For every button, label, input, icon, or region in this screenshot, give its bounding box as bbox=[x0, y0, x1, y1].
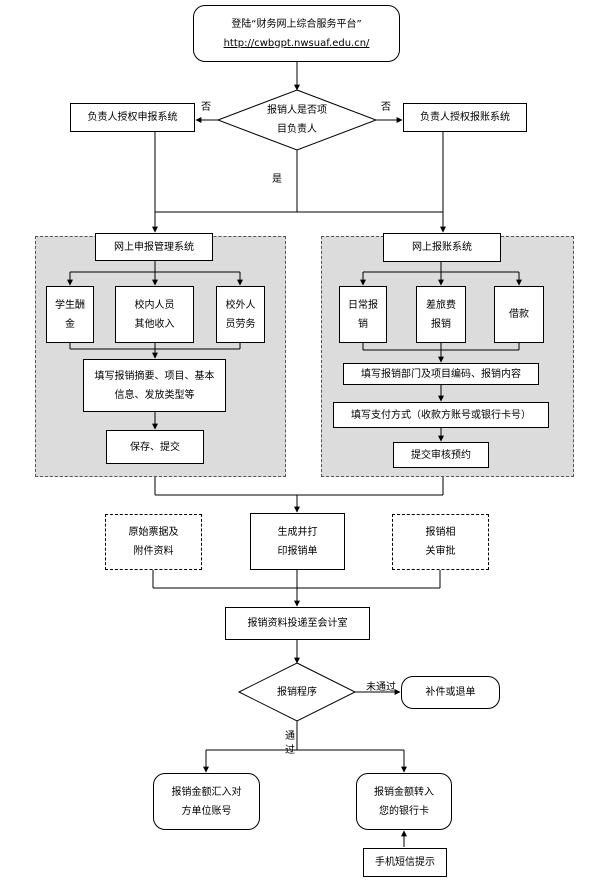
label-yes: 是 bbox=[272, 174, 282, 185]
original-receipts-box: 原始票据及 附件资料 bbox=[105, 514, 202, 570]
left-item-external: 校外人 员劳务 bbox=[216, 286, 265, 343]
left-item-internal: 校内人员 其他收入 bbox=[115, 286, 194, 343]
right-item-loan: 借款 bbox=[494, 286, 544, 343]
left-auth-box: 负责人授权申报系统 bbox=[70, 103, 195, 132]
right-panel-header: 网上报账系统 bbox=[383, 233, 501, 262]
left-panel-header: 网上申报管理系统 bbox=[95, 233, 213, 261]
right-fill-box-1: 填写报销部门及项目编码、报销内容 bbox=[343, 363, 539, 385]
decision-diamond-2 bbox=[237, 662, 357, 722]
left-item-student: 学生酬 金 bbox=[46, 286, 94, 343]
right-item-travel: 差旅费 报销 bbox=[416, 286, 466, 343]
decision-diamond-1 bbox=[216, 89, 378, 151]
start-title: 登陆“财务网上综合服务平台” bbox=[231, 18, 362, 30]
label-passed-1: 通 bbox=[285, 731, 295, 742]
end-left-box: 报销金额汇入对 方单位账号 bbox=[153, 773, 260, 830]
right-submit-box: 提交审核预约 bbox=[393, 442, 489, 468]
print-form-box: 生成并打 印报销单 bbox=[250, 513, 345, 570]
deliver-box: 报销资料投递至会计室 bbox=[225, 607, 370, 640]
end-right-box: 报销金额转入 您的银行卡 bbox=[356, 773, 452, 830]
decision2-text: 报销程序 bbox=[277, 686, 317, 698]
reject-box: 补件或退单 bbox=[401, 676, 500, 709]
portal-url-link[interactable]: http://cwbgpt.nwsuaf.edu.cn/ bbox=[223, 37, 370, 49]
label-passed-2: 过 bbox=[285, 745, 295, 756]
decision1-text: 报销人是否项 目负责人 bbox=[267, 105, 327, 135]
label-no-left: 否 bbox=[201, 102, 211, 113]
right-auth-box: 负责人授权报账系统 bbox=[403, 103, 527, 132]
right-item-daily: 日常报 销 bbox=[339, 286, 387, 343]
left-fill-box: 填写报销摘要、项目、基本 信息、发放类型等 bbox=[83, 359, 226, 412]
left-save-box: 保存、提交 bbox=[106, 430, 204, 464]
sms-box: 手机短信提示 bbox=[363, 848, 447, 877]
label-no-right: 否 bbox=[381, 102, 391, 113]
start-node: 登陆“财务网上综合服务平台” http://cwbgpt.nwsuaf.edu.… bbox=[193, 5, 400, 62]
label-not-passed: 未通过 bbox=[366, 682, 396, 693]
right-fill-box-2: 填写支付方式（收款方账号或银行卡号） bbox=[333, 402, 549, 428]
approval-box: 报销相 关审批 bbox=[392, 514, 489, 570]
